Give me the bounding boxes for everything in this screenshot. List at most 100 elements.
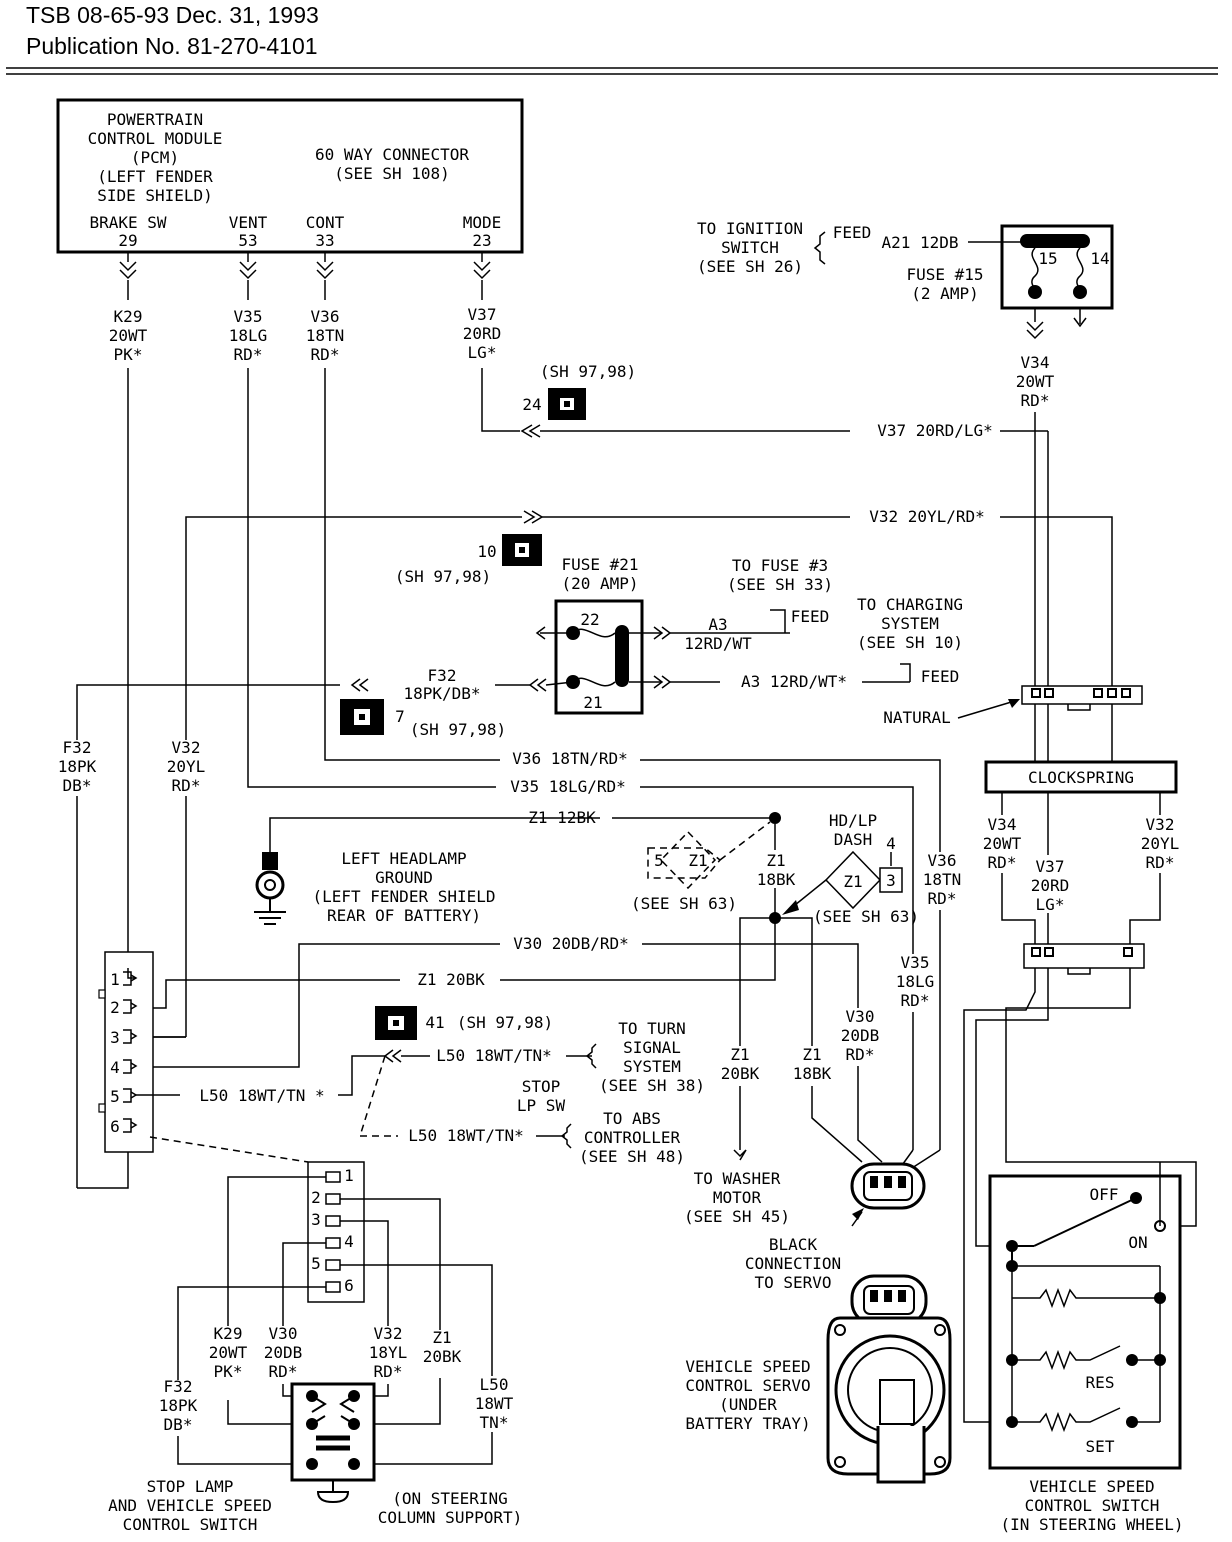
svg-text:V35 18LG/RD*: V35 18LG/RD*	[510, 777, 626, 796]
svg-text:DASH: DASH	[834, 830, 873, 849]
v37-run: V37 20RD/LG*	[520, 421, 1049, 690]
svg-text:FEED: FEED	[833, 223, 872, 242]
svg-text:6: 6	[344, 1276, 354, 1295]
svg-text:(UNDER: (UNDER	[719, 1395, 777, 1414]
svg-text:3: 3	[110, 1028, 120, 1047]
svg-text:(2 AMP): (2 AMP)	[911, 284, 978, 303]
svg-text:L50: L50	[480, 1375, 509, 1394]
splice-hdlp-dash: HD/LP DASH Z1 3 4 (SEE SH 63)	[782, 811, 919, 926]
svg-text:20DB: 20DB	[264, 1343, 303, 1362]
svg-text:FUSE #21: FUSE #21	[561, 555, 638, 574]
svg-text:18PK: 18PK	[58, 757, 97, 776]
svg-text:22: 22	[580, 610, 599, 629]
svg-text:24: 24	[522, 395, 541, 414]
svg-text:V30 20DB/RD*: V30 20DB/RD*	[513, 934, 629, 953]
svg-text:14: 14	[1090, 249, 1109, 268]
svg-text:SET: SET	[1086, 1437, 1115, 1456]
svg-text:V30: V30	[846, 1007, 875, 1026]
fuse-21: FUSE #21 (20 AMP) 22 21	[535, 555, 790, 715]
svg-text:RD*: RD*	[846, 1045, 875, 1064]
svg-text:RD*: RD*	[234, 345, 263, 364]
svg-text:GROUND: GROUND	[375, 868, 433, 887]
splice-z1-see-sh63: 5 Z1 (SEE SH 63) Z1 18BK	[631, 821, 797, 924]
abs-label: TO ABS CONTROLLER (SEE SH 48)	[579, 1109, 685, 1166]
connector-10: 10 (SH 97,98)	[395, 534, 542, 586]
svg-text:21: 21	[583, 693, 602, 712]
svg-text:K29: K29	[114, 307, 143, 326]
lower-natural-connector	[963, 943, 1197, 1423]
svg-text:(SH 97,98): (SH 97,98)	[410, 720, 506, 739]
svg-text:Z1: Z1	[766, 851, 785, 870]
left-wire-labels: F32 18PK DB* V32 20YL RD*	[50, 738, 214, 796]
svg-text:LG*: LG*	[468, 343, 497, 362]
svg-text:REAR OF BATTERY): REAR OF BATTERY)	[327, 906, 481, 925]
svg-text:6: 6	[110, 1117, 120, 1136]
svg-text:(SEE SH 63): (SEE SH 63)	[631, 894, 737, 913]
svg-text:MOTOR: MOTOR	[713, 1188, 762, 1207]
svg-text:RD*: RD*	[374, 1362, 403, 1381]
svg-text:V30: V30	[269, 1324, 298, 1343]
svg-text:TO WASHER: TO WASHER	[694, 1169, 781, 1188]
pcm-connector-label: 60 WAY CONNECTOR (SEE SH 108)	[315, 145, 469, 183]
svg-text:20WT: 20WT	[209, 1343, 248, 1362]
svg-text:PK*: PK*	[214, 1362, 243, 1381]
svg-text:AND VEHICLE SPEED: AND VEHICLE SPEED	[108, 1496, 272, 1515]
svg-text:TN*: TN*	[480, 1413, 509, 1432]
svg-text:18PK/DB*: 18PK/DB*	[403, 684, 480, 703]
ignition-feed: TO IGNITION SWITCH (SEE SH 26) FEED A21 …	[697, 219, 1032, 303]
svg-text:Z1 20BK: Z1 20BK	[417, 970, 485, 989]
svg-text:MODE: MODE	[463, 213, 502, 232]
left-six-pin-connector: 1 2 3 4 5 6	[77, 951, 154, 1189]
svg-text:41: 41	[425, 1013, 444, 1032]
svg-text:CONTROL MODULE: CONTROL MODULE	[88, 129, 223, 148]
svg-text:CONTROL SWITCH: CONTROL SWITCH	[1025, 1496, 1160, 1515]
svg-text:2: 2	[110, 998, 120, 1017]
svg-text:(IN STEERING WHEEL): (IN STEERING WHEEL)	[1000, 1515, 1183, 1534]
pcm-pin-labels: BRAKE SW 29 VENT 53 CONT 33 MODE 23	[89, 213, 501, 250]
svg-text:V36: V36	[311, 307, 340, 326]
svg-text:60 WAY CONNECTOR: 60 WAY CONNECTOR	[315, 145, 469, 164]
connector-24: 24 (SH 97,98)	[522, 362, 636, 420]
svg-text:5: 5	[110, 1087, 120, 1106]
svg-text:20BK: 20BK	[721, 1064, 760, 1083]
svg-text:SYSTEM: SYSTEM	[623, 1057, 681, 1076]
svg-text:FUSE #15: FUSE #15	[906, 265, 983, 284]
svg-text:18TN: 18TN	[923, 870, 962, 889]
svg-text:(SH 97,98): (SH 97,98)	[540, 362, 636, 381]
svg-text:TO SERVO: TO SERVO	[754, 1273, 831, 1292]
stop-lamp-switch-label: STOP LAMP AND VEHICLE SPEED CONTROL SWIT…	[108, 1477, 272, 1534]
svg-text:18YL: 18YL	[369, 1343, 408, 1362]
svg-text:FEED: FEED	[921, 667, 960, 686]
svg-text:V35: V35	[234, 307, 263, 326]
vsc-switch-label: VEHICLE SPEED CONTROL SWITCH (IN STEERIN…	[1000, 1477, 1183, 1534]
svg-text:CONT: CONT	[306, 213, 345, 232]
svg-text:(SEE SH 26): (SEE SH 26)	[697, 257, 803, 276]
svg-text:2: 2	[311, 1188, 321, 1207]
svg-text:FEED: FEED	[791, 607, 830, 626]
svg-text:SYSTEM: SYSTEM	[881, 614, 939, 633]
svg-text:20YL: 20YL	[1141, 834, 1180, 853]
servo-graphic	[826, 1274, 952, 1484]
svg-text:(PCM): (PCM)	[131, 148, 179, 167]
svg-text:SIDE SHIELD): SIDE SHIELD)	[97, 186, 213, 205]
svg-text:18BK: 18BK	[793, 1064, 832, 1083]
svg-text:18BK: 18BK	[757, 870, 796, 889]
svg-text:20WT: 20WT	[1016, 372, 1055, 391]
l50-runs: L50 18WT/TN * L50 18WT/TN* L50 18WT/TN*	[136, 1043, 597, 1149]
svg-text:BRAKE SW: BRAKE SW	[89, 213, 166, 232]
svg-text:20WT: 20WT	[109, 326, 148, 345]
pcm-title: POWERTRAIN CONTROL MODULE (PCM) (LEFT FE…	[88, 110, 223, 205]
clockspring-wires: V34 20WT RD* V37 20RD LG* V32 20YL RD*	[978, 792, 1184, 945]
svg-text:4: 4	[110, 1058, 120, 1077]
pcm-connector-chevrons	[119, 252, 491, 280]
svg-text:HD/LP: HD/LP	[829, 811, 877, 830]
svg-text:F32: F32	[164, 1377, 193, 1396]
svg-text:V32: V32	[374, 1324, 403, 1343]
f32-run: F32 18PK/DB*	[76, 666, 574, 1188]
svg-text:RD*: RD*	[928, 889, 957, 908]
fuse-15: 15 14	[1000, 224, 1114, 340]
a3-labels: A3 12RD/WT TO FUSE #3 (SEE SH 33) FEED T…	[684, 556, 963, 691]
svg-text:ON: ON	[1128, 1233, 1147, 1252]
svg-text:(SEE SH 108): (SEE SH 108)	[334, 164, 450, 183]
